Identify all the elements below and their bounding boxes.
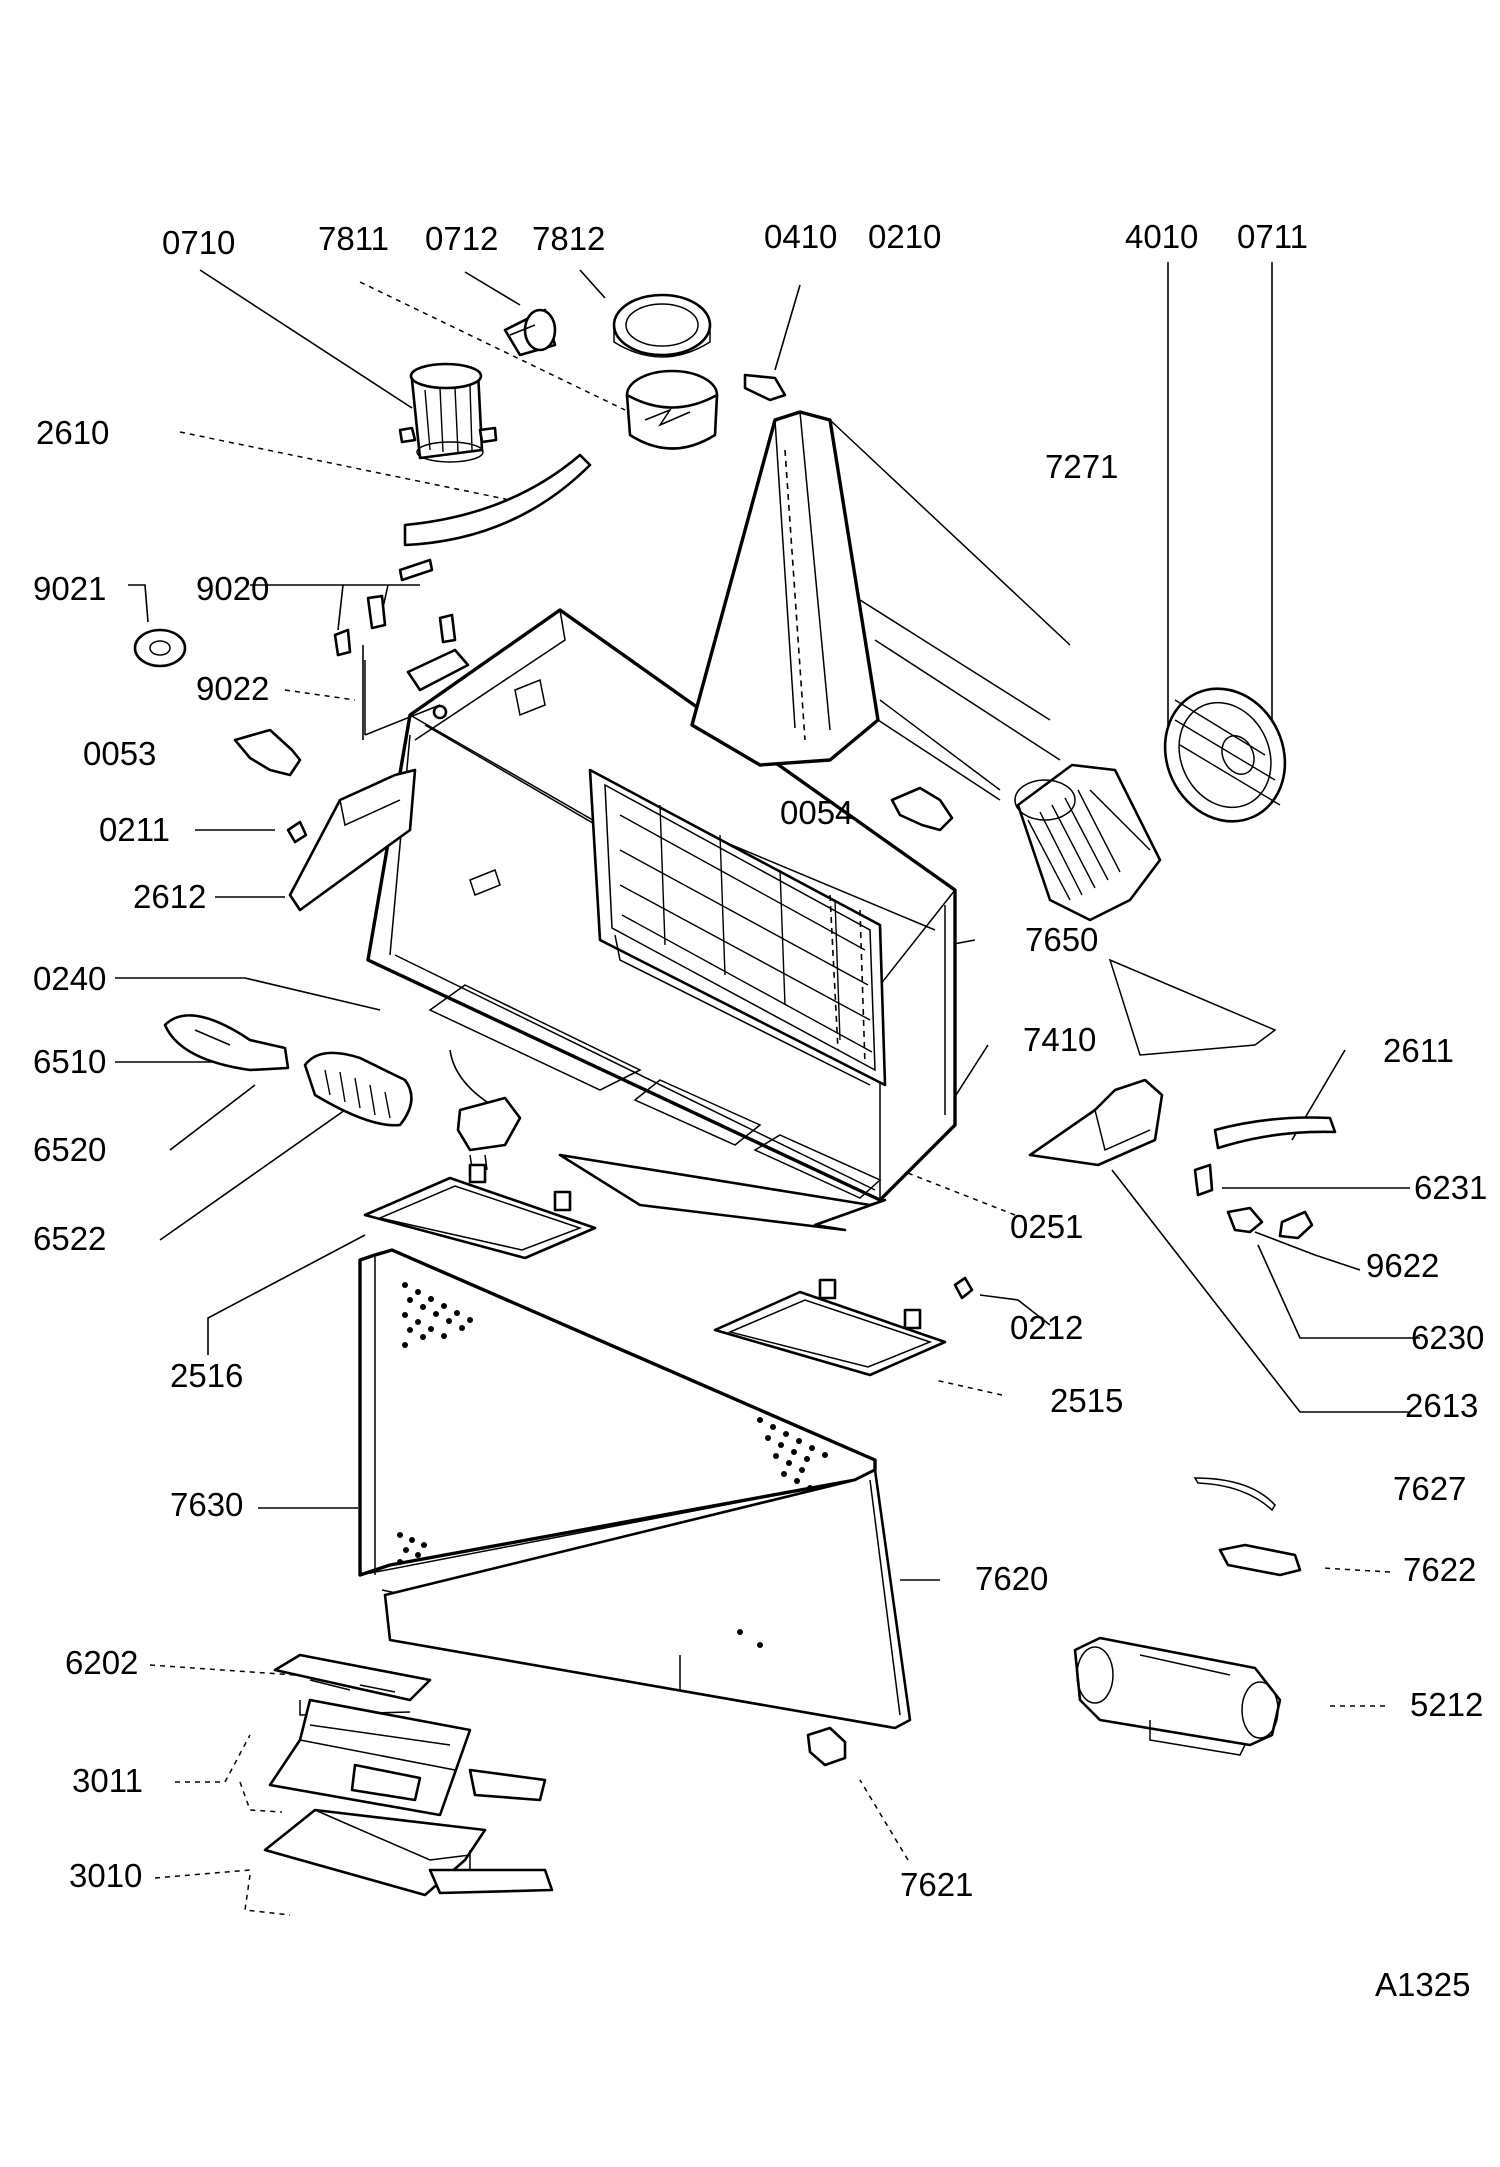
label-6522: 6522 (33, 1220, 107, 1257)
part-0251-strip (558, 1153, 887, 1232)
label-4010: 4010 (1125, 218, 1199, 255)
part-7621-clip (806, 1726, 847, 1767)
label-0712: 0712 (425, 220, 499, 257)
part-6231-clip (1193, 1163, 1214, 1197)
label-7410: 7410 (1023, 1021, 1097, 1058)
part-0711-grille (1163, 687, 1287, 823)
label-2516: 2516 (170, 1357, 244, 1394)
label-3010: 3010 (69, 1857, 143, 1894)
label-0211: 0211 (99, 811, 170, 848)
label-0212: 0212 (1010, 1309, 1084, 1346)
part-7812-ring (612, 293, 712, 358)
label-0054: 0054 (780, 794, 854, 831)
part-9020-9022-fixings (333, 558, 470, 736)
label-6231: 6231 (1414, 1169, 1488, 1206)
label-7811: 7811 (318, 220, 389, 257)
label-9020: 9020 (196, 570, 270, 607)
part-2515-tray (713, 1278, 947, 1377)
label-7812: 7812 (532, 220, 606, 257)
label-7621: 7621 (900, 1866, 974, 1903)
label-7627: 7627 (1393, 1470, 1467, 1507)
part-6230-clip (1226, 1206, 1264, 1234)
label-2612: 2612 (133, 878, 207, 915)
label-7630: 7630 (170, 1486, 244, 1523)
label-6520: 6520 (33, 1131, 107, 1168)
part-0410-clip (743, 373, 787, 402)
label-0053: 0053 (83, 735, 157, 772)
label-7620: 7620 (975, 1560, 1049, 1597)
label-0410: 0410 (764, 218, 838, 255)
part-0712-valve (503, 308, 557, 357)
part-2516-tray (363, 1163, 597, 1260)
label-7650: 7650 (1025, 921, 1099, 958)
part-6202-plate (273, 1653, 432, 1716)
label-0251: 0251 (1010, 1208, 1084, 1245)
label-2613: 2613 (1405, 1387, 1479, 1424)
part-6510-lamp (163, 1014, 290, 1072)
label-0710: 0710 (162, 224, 236, 261)
label-7622: 7622 (1403, 1551, 1477, 1588)
part-2611-strip (1213, 1116, 1337, 1150)
label-6510: 6510 (33, 1043, 107, 1080)
part-7622-handle (1218, 1543, 1302, 1577)
part-6520-cover (303, 1051, 413, 1127)
part-9021-cap (133, 628, 187, 668)
part-0211-screw (286, 820, 308, 844)
label-0240: 0240 (33, 960, 107, 997)
label-9022: 9022 (196, 670, 270, 707)
label-0711: 0711 (1237, 218, 1308, 255)
label-2515: 2515 (1050, 1382, 1124, 1419)
part-2612-bracket (288, 768, 417, 912)
part-0053-bracket (233, 728, 302, 777)
part-7410-bracket (1028, 1078, 1164, 1167)
part-3011-control (268, 1698, 547, 1817)
label-9021: 9021 (33, 570, 107, 607)
part-4010-motor (1014, 763, 1162, 922)
label-2610: 2610 (36, 414, 110, 451)
part-0710-duct (398, 362, 498, 463)
part-9622-clip (1278, 1210, 1314, 1240)
label-0210: 0210 (868, 218, 942, 255)
part-3010-cover (263, 1808, 554, 1897)
diagram-reference: A1325 (1375, 1966, 1471, 2003)
part-7811-adapter (625, 369, 719, 450)
part-0054-bracket (890, 786, 954, 832)
label-5212: 5212 (1410, 1686, 1484, 1723)
part-7271-chimney (690, 410, 1277, 1056)
label-9622: 9622 (1366, 1247, 1440, 1284)
part-2610-strip (403, 453, 592, 547)
part-5212-unit (1073, 1636, 1282, 1756)
part-0212-screw (953, 1276, 974, 1300)
part-7620-rear-panel (383, 1468, 912, 1730)
label-6202: 6202 (65, 1644, 139, 1681)
part-7627-wire (1193, 1477, 1276, 1512)
label-2611: 2611 (1383, 1032, 1454, 1069)
leader-lines (115, 262, 1420, 1916)
power-cord (449, 1049, 522, 1171)
label-3011: 3011 (72, 1762, 143, 1799)
label-7271: 7271 (1045, 448, 1119, 485)
label-6230: 6230 (1411, 1319, 1485, 1356)
